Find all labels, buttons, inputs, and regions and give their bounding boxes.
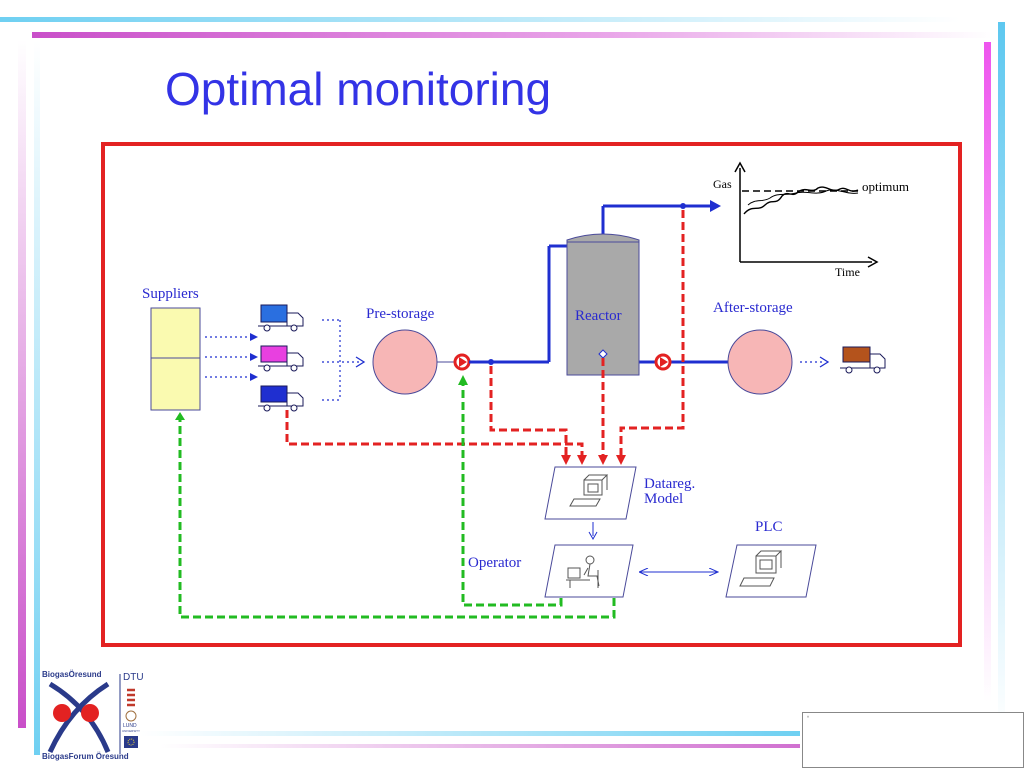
outgoing-truck-icon	[840, 346, 886, 374]
control-signal-lines	[178, 380, 616, 619]
biogas-oresund-logo: BiogasÖresund DTU LUND UNIVERSITY Biogas…	[40, 668, 144, 762]
graph-x-label: Time	[835, 265, 860, 279]
delivery-merge-lines	[322, 319, 360, 401]
reactor-label: Reactor	[575, 308, 622, 324]
model-label: Model	[644, 491, 684, 507]
plc-computer	[725, 544, 817, 598]
supplier-delivery-lines	[205, 336, 252, 378]
pre-storage-tank	[372, 329, 438, 395]
reactor-vessel	[566, 233, 640, 376]
thumbnail-caption: Ÿ	[807, 715, 810, 719]
truck-icon	[258, 385, 304, 412]
logo-lund-university-text: UNIVERSITY	[122, 729, 141, 733]
measurement-signal-lines	[285, 210, 685, 458]
graph-y-label: Gas	[713, 177, 732, 191]
operator-label: Operator	[468, 555, 522, 571]
main-pipeline	[469, 204, 728, 364]
slide-title: Optimal monitoring	[165, 63, 552, 115]
gas-optimum-graph	[734, 161, 879, 268]
datareg-label: Datareg.	[644, 476, 696, 492]
datareg-model-computer	[544, 466, 637, 520]
graph-curve-label: optimum	[862, 179, 909, 194]
logo-top-text: BiogasÖresund	[42, 670, 102, 679]
truck-icon	[258, 304, 304, 332]
after-storage-tank	[727, 329, 793, 395]
logo-dtu-text: DTU	[123, 672, 144, 683]
logo-bottom-text: BiogasForum Öresund	[42, 752, 129, 761]
pump-icon	[654, 353, 672, 371]
embedded-thumbnail: Ÿ	[802, 712, 1024, 768]
after-storage-label: After-storage	[713, 300, 793, 316]
suppliers-label: Suppliers	[142, 286, 199, 302]
truck-icon	[258, 345, 304, 372]
pre-storage-label: Pre-storage	[366, 306, 435, 322]
operator-workstation	[544, 544, 634, 598]
logo-lund-text: LUND	[123, 723, 137, 729]
suppliers-box	[150, 307, 201, 411]
plc-label: PLC	[755, 519, 783, 535]
pump-icon	[453, 353, 471, 371]
process-diagram-frame	[101, 142, 962, 647]
logo-graphic	[47, 674, 138, 754]
